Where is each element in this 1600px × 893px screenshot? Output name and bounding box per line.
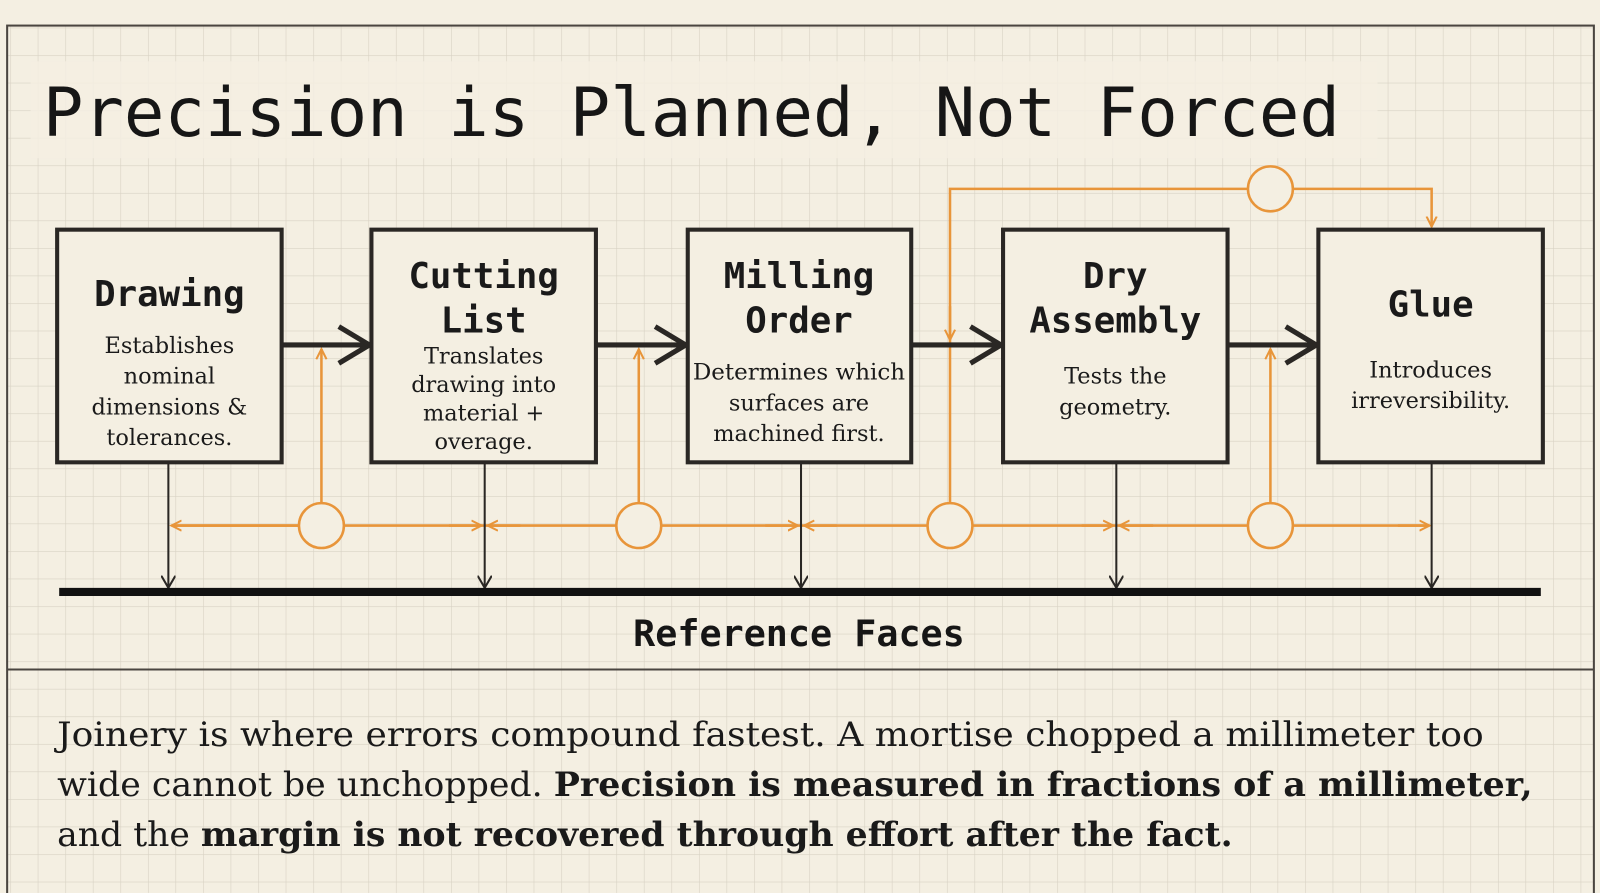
svg-text:Tests the: Tests the: [1064, 364, 1166, 390]
svg-text:wide cannot be unchopped. Prec: wide cannot be unchopped. Precision is m…: [57, 764, 1533, 804]
svg-text:Determines which: Determines which: [693, 360, 905, 386]
flow-arrows: [168, 345, 1431, 588]
svg-text:surfaces are: surfaces are: [729, 390, 869, 416]
svg-text:Cutting: Cutting: [408, 256, 558, 297]
svg-text:and the margin is not recovere: and the margin is not recovered through …: [57, 814, 1233, 854]
stage-cutting-list: Cutting List Translates drawing into mat…: [369, 227, 598, 465]
stage-glue: Glue Introduces irreversibility.: [1316, 227, 1545, 465]
svg-text:overage.: overage.: [435, 429, 533, 455]
svg-text:Dry: Dry: [1083, 256, 1148, 297]
svg-text:nominal: nominal: [124, 364, 215, 390]
svg-text:drawing into: drawing into: [411, 372, 556, 398]
frame: [6, 24, 1595, 893]
svg-text:tolerances.: tolerances.: [106, 425, 232, 451]
svg-text:geometry.: geometry.: [1059, 394, 1171, 420]
svg-text:irreversibility.: irreversibility.: [1351, 388, 1510, 414]
svg-text:Drawing: Drawing: [94, 274, 244, 315]
stage-milling-order: Milling Order Determines which surfaces …: [685, 227, 914, 465]
svg-text:Translates: Translates: [424, 343, 543, 369]
svg-text:Assembly: Assembly: [1029, 301, 1201, 342]
svg-text:Establishes: Establishes: [105, 333, 235, 359]
stage-dry-assembly: Dry Assembly Tests the geometry.: [1001, 227, 1230, 465]
svg-text:material +: material +: [423, 400, 544, 426]
svg-text:List: List: [441, 301, 527, 342]
svg-text:dimensions &: dimensions &: [91, 394, 247, 420]
stage-drawing: Drawing Establishes nominal dimensions &…: [55, 227, 284, 465]
page-title: Precision is Planned, Not Forced: [43, 73, 1340, 152]
svg-text:machined first.: machined first.: [713, 421, 884, 447]
reference-label: Reference Faces: [633, 612, 965, 655]
svg-text:Joinery is where errors compou: Joinery is where errors compound fastest…: [54, 715, 1484, 754]
svg-text:Glue: Glue: [1388, 284, 1474, 325]
svg-text:Introduces: Introduces: [1369, 358, 1492, 384]
svg-text:Milling: Milling: [724, 256, 874, 297]
svg-text:Order: Order: [745, 301, 852, 342]
caption: Joinery is where errors compound fastest…: [54, 715, 1533, 854]
